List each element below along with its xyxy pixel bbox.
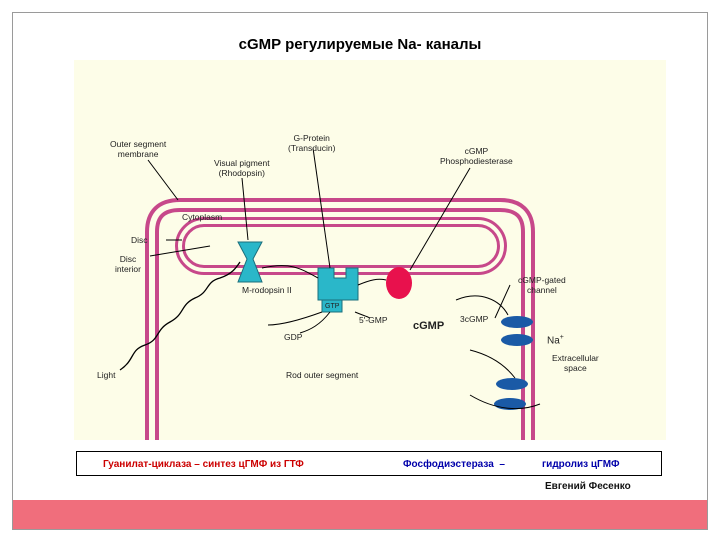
leader-channel	[494, 284, 511, 319]
label-visual-pigment: Visual pigment (Rhodopsin)	[214, 158, 270, 178]
arrow-cgmp-channel	[455, 295, 509, 316]
disc-lumen	[178, 220, 504, 272]
na-superscript: +	[559, 334, 564, 341]
channel-middle	[501, 334, 533, 346]
label-light: Light	[97, 370, 116, 380]
rhodopsin-icon	[237, 241, 263, 283]
caption-box: Гуанилат-циклаза – синтез цГМФ из ГТФ Фо…	[76, 451, 662, 476]
label-disc: Disc	[131, 235, 148, 245]
disc	[175, 217, 507, 275]
phosphodiesterase-icon	[386, 267, 412, 299]
slide-title: cGMP регулируемые Na- каналы	[238, 36, 482, 53]
arrow-5gmp	[354, 311, 371, 319]
leader-disc-interior	[149, 245, 211, 257]
leader-visual-pigment	[241, 177, 249, 241]
arrow-transducin-pde	[357, 278, 387, 286]
label-g-protein: G-Protein (Transducin)	[288, 133, 336, 153]
label-cgmp-gated-channel: cGMP-gated channel	[518, 275, 566, 295]
label-na: Na+	[547, 333, 564, 346]
arrow-gdp	[299, 311, 331, 334]
outer-segment-membrane-inner	[149, 202, 531, 440]
caption-guanylate-cyclase: Гуанилат-циклаза – синтез цГМФ из ГТФ	[103, 459, 304, 470]
gtp-subunit	[321, 299, 343, 313]
cgmp-gated-channels	[494, 316, 533, 410]
label-gtp: GTP	[325, 303, 340, 310]
label-m-rodopsin: M-rodopsin II	[242, 285, 292, 295]
author-name: Евгений Фесенко	[545, 481, 631, 492]
leader-g-protein	[312, 147, 331, 269]
leader-pde	[409, 167, 471, 271]
caption-phosphodiesterase: Фосфодиэстераза –	[403, 459, 505, 470]
label-outer-segment-membrane: Outer segment membrane	[110, 139, 167, 159]
label-extracellular-space: Extracellular space	[552, 353, 599, 373]
caption-hydrolysis: гидролиз цГМФ	[542, 459, 620, 470]
label-5-gmp: 5'-GMP	[359, 315, 388, 325]
label-gdp: GDP	[284, 332, 303, 342]
light-wave	[119, 261, 241, 371]
diagram-panel	[74, 60, 666, 440]
arrow-to-m-rodopsin	[267, 311, 323, 326]
na-text: Na	[547, 335, 560, 347]
channel-lower	[496, 378, 528, 390]
label-disc-interior: Disc interior	[115, 254, 141, 274]
label-cgmp-pde: cGMP Phosphodiesterase	[440, 146, 513, 166]
label-rod-outer-segment: Rod outer segment	[286, 370, 359, 380]
channel-top	[501, 316, 533, 328]
arrow-na-out	[469, 394, 541, 410]
bottom-band	[13, 500, 707, 529]
leader-outer-membrane	[147, 159, 179, 201]
arrow-rhodopsin-transducin	[261, 265, 319, 279]
label-cytoplasm: Cytoplasm	[182, 212, 223, 222]
label-cgmp-center: cGMP	[413, 320, 445, 332]
label-3cgmp: 3cGMP	[460, 314, 489, 324]
arrow-na-in	[469, 349, 516, 379]
